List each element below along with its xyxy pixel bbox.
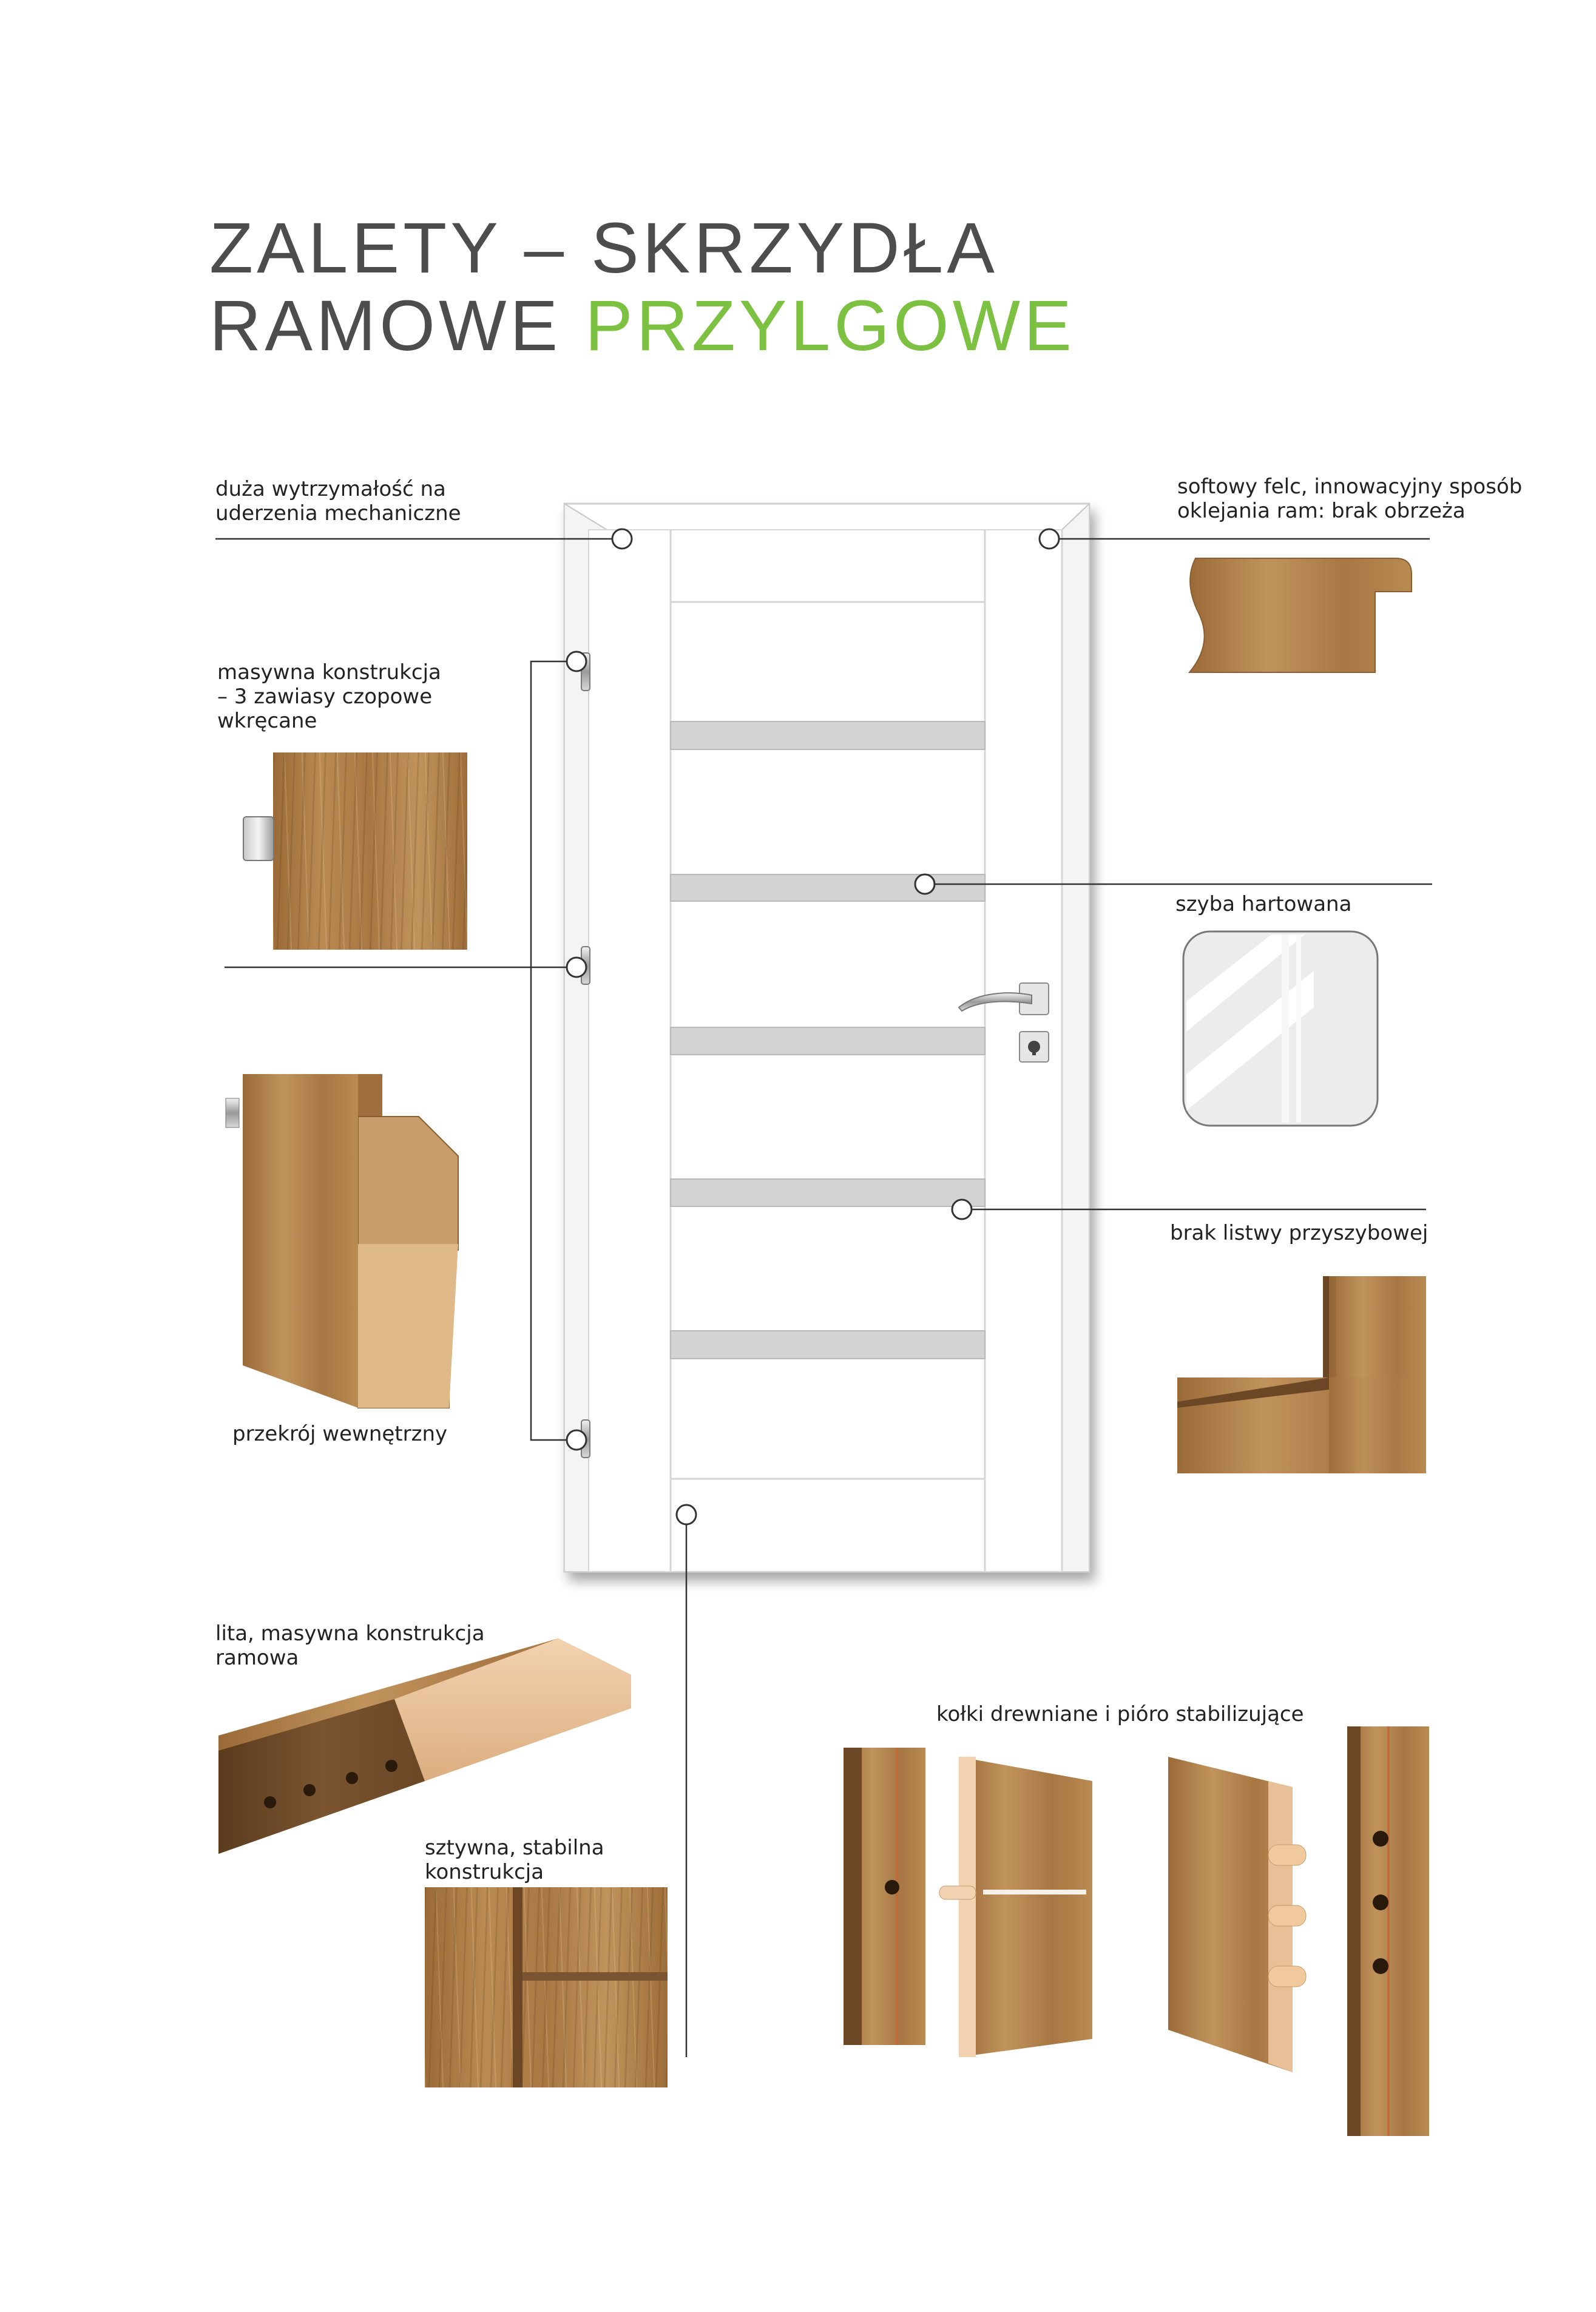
hinge-closeup-pin xyxy=(243,816,274,861)
title-line-2-prefix: RAMOWE xyxy=(209,286,585,366)
no-bead-image xyxy=(1177,1276,1426,1473)
solid-frame-image xyxy=(218,1638,631,1854)
title-line-1: ZALETY – SKRZYDŁA xyxy=(209,208,998,288)
glass-strip xyxy=(670,721,986,750)
rebate-profile-image xyxy=(1188,558,1412,673)
dowel-panel-3 xyxy=(1168,1757,1293,2072)
label-impact: duża wytrzymałość na uderzenia mechanicz… xyxy=(215,477,461,526)
marker-hinge-middle xyxy=(566,956,587,978)
glass-strip xyxy=(670,1330,986,1359)
label-no-bead: brak listwy przyszybowej xyxy=(1170,1221,1429,1245)
marker-rebate xyxy=(1038,528,1060,550)
dowel-panel-2 xyxy=(959,1757,1092,2057)
callout-lines xyxy=(215,538,1432,2057)
rigid-construction-joint xyxy=(513,1887,522,2087)
glass-strips xyxy=(670,721,986,1359)
label-hinges: masywna konstrukcja – 3 zawiasy czopowe … xyxy=(217,660,441,733)
glass-strip xyxy=(670,1178,986,1207)
label-glass: szyba hartowana xyxy=(1175,892,1352,916)
cross-section-image xyxy=(225,1074,459,1408)
marker-frame xyxy=(675,1504,697,1526)
glass-sample-image xyxy=(1182,930,1379,1127)
glass-strip xyxy=(670,1027,986,1055)
label-solid-frame: lita, masywna konstrukcja ramowa xyxy=(215,1621,485,1670)
title-line-2: RAMOWE PRZYLGOWE xyxy=(209,287,1075,365)
marker-hinge-top xyxy=(566,651,587,672)
label-rigid: sztywna, stabilna konstrukcja xyxy=(425,1836,604,1884)
marker-hinge-bottom xyxy=(566,1429,587,1451)
page-title: ZALETY – SKRZYDŁA RAMOWE PRZYLGOWE xyxy=(209,209,1075,365)
hinge-closeup-image xyxy=(273,752,467,950)
marker-impact xyxy=(611,528,633,550)
rigid-construction-rail xyxy=(522,1972,668,1981)
glass-strip xyxy=(670,874,986,902)
door-handle xyxy=(958,982,1049,1063)
marker-glass xyxy=(914,873,936,895)
marker-no-bead xyxy=(951,1198,973,1220)
dowels-image xyxy=(844,1726,1429,2136)
title-highlight: PRZYLGOWE xyxy=(584,286,1075,366)
label-dowels: kołki drewniane i pióro stabilizujące xyxy=(936,1702,1304,1726)
label-rebate: softowy felc, innowacyjny sposób oklejan… xyxy=(1177,475,1523,523)
label-section: przekrój wewnętrzny xyxy=(232,1422,448,1446)
callout-markers xyxy=(566,528,1060,1526)
rigid-construction-image xyxy=(425,1887,668,2087)
